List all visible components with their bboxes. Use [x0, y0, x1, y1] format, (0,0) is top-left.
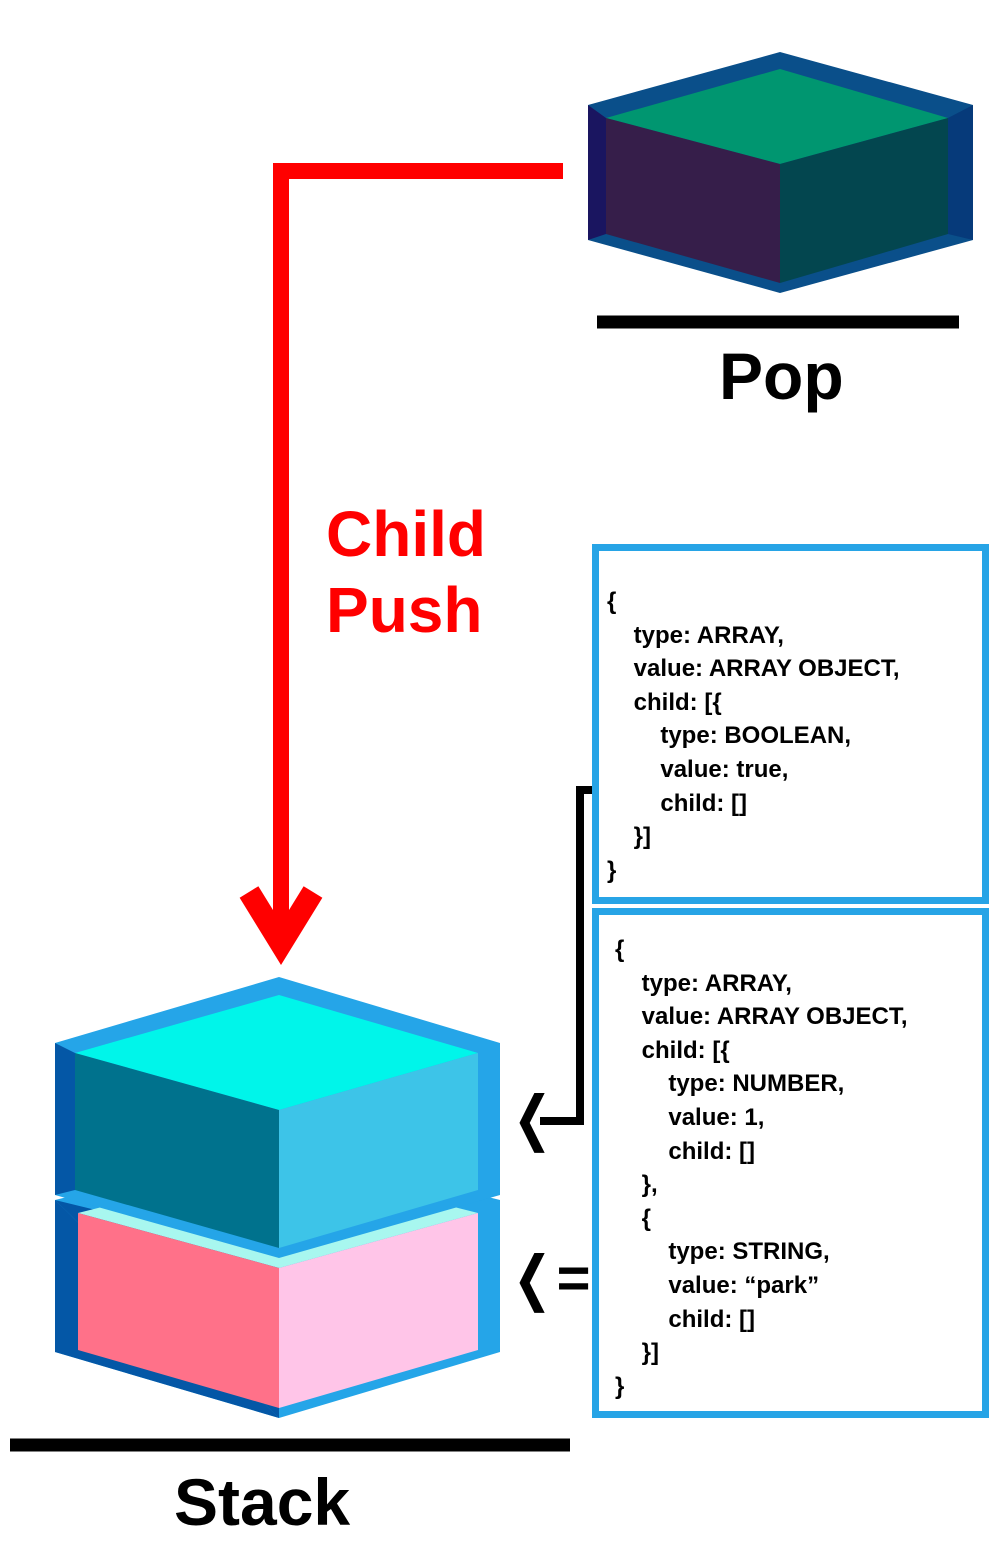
code-line: child: [{ — [607, 688, 722, 716]
code-line: type: NUMBER, — [615, 1070, 845, 1098]
child-push-label-line: Child — [326, 498, 486, 570]
code-line: value: true, — [607, 755, 789, 783]
code-line: type: BOOLEAN, — [607, 722, 852, 750]
code-line: type: ARRAY, — [607, 621, 784, 649]
code-line: child: [] — [607, 789, 747, 817]
code-line: child: [{ — [615, 1036, 730, 1064]
pop-label: Pop — [719, 339, 844, 413]
code-line: value: “park” — [615, 1271, 820, 1299]
code-line: type: STRING, — [615, 1238, 830, 1266]
code-text: { type: ARRAY, value: ARRAY OBJECT, chil… — [607, 585, 900, 887]
code-box-second-item: { type: ARRAY, value: ARRAY OBJECT, chil… — [592, 908, 989, 1418]
code-line: }] — [615, 1339, 660, 1367]
child-push-label-line: Push — [326, 574, 483, 646]
stack-cube-upper — [55, 977, 500, 1258]
code-box-top-item: { type: ARRAY, value: ARRAY OBJECT, chil… — [592, 544, 989, 904]
top-of-stack-pointer: ❬ — [508, 1086, 557, 1151]
code-line: }, — [615, 1171, 658, 1199]
popped-cube — [588, 52, 973, 293]
code-text: { type: ARRAY, value: ARRAY OBJECT, chil… — [615, 933, 908, 1403]
child-push-arrow — [239, 163, 563, 965]
code-line: }] — [607, 823, 652, 851]
second-item-pointer: ❬= — [508, 1246, 591, 1311]
code-line: value: ARRAY OBJECT, — [607, 655, 900, 683]
code-line: child: [] — [615, 1137, 755, 1165]
code-line: { — [607, 588, 617, 615]
code-line: { — [615, 1204, 652, 1232]
code-line: type: ARRAY, — [615, 969, 792, 997]
code-line: { — [615, 936, 625, 963]
code-line: } — [607, 856, 617, 884]
top-pointer-connector — [540, 786, 592, 1125]
code-line: value: ARRAY OBJECT, — [615, 1003, 908, 1031]
child-push-label: Child Push — [326, 496, 486, 648]
code-line: value: 1, — [615, 1103, 765, 1131]
code-line: child: [] — [615, 1305, 755, 1333]
code-line: } — [615, 1372, 625, 1400]
stack-label: Stack — [174, 1465, 351, 1539]
